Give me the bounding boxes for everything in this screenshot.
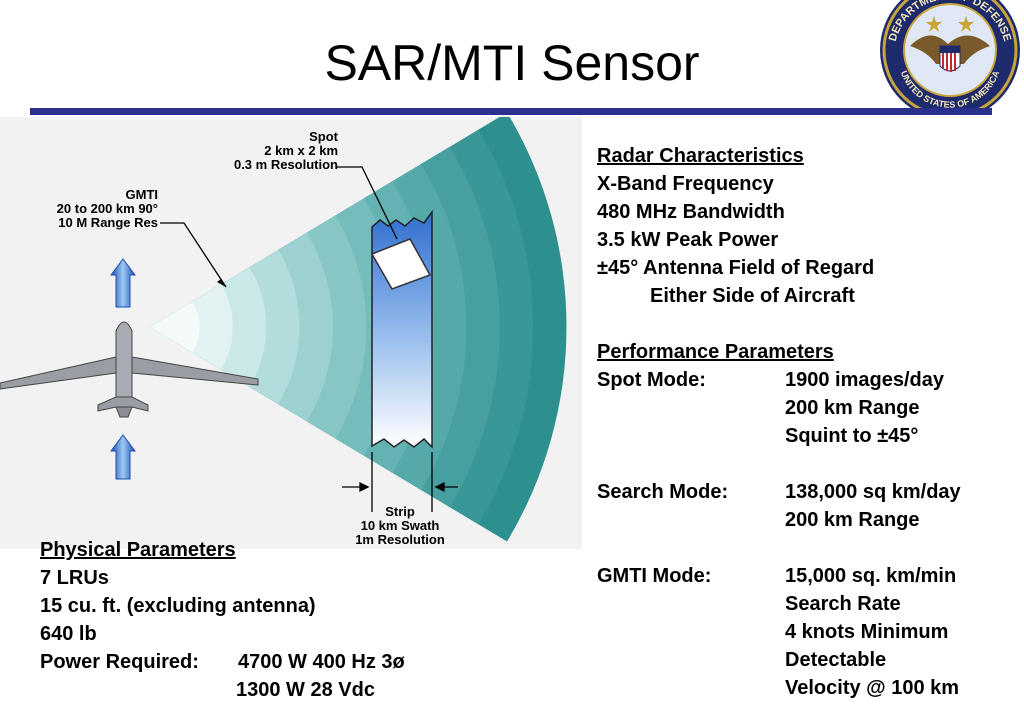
title-divider <box>30 108 992 115</box>
radar-item: ±45° Antenna Field of Regard <box>597 257 875 279</box>
spot-area <box>370 238 432 290</box>
strip-label: Strip 10 km Swath 1m Resolution <box>355 504 445 547</box>
radar-item: X-Band Frequency <box>597 173 774 195</box>
power-required-value: 1300 W 28 Vdc <box>236 679 375 701</box>
gmti-mode-value: Search Rate <box>785 593 901 615</box>
spot-mode-label: Spot Mode: <box>597 369 706 391</box>
radar-item: Either Side of Aircraft <box>650 285 855 307</box>
performance-heading: Performance Parameters <box>597 341 834 363</box>
strip-width-marker <box>342 452 458 512</box>
physical-item: 7 LRUs <box>40 567 109 589</box>
search-mode-label: Search Mode: <box>597 481 729 503</box>
power-required-value: 4700 W 400 Hz 3ø <box>238 651 405 673</box>
spot-label: Spot 2 km x 2 km 0.3 m Resolution <box>233 129 338 172</box>
seal-icon: DEPARTMENT OF DEFENSE UNITED STATES OF A… <box>880 0 1020 112</box>
gmti-mode-label: GMTI Mode: <box>597 565 712 587</box>
spot-mode-value: 200 km Range <box>785 397 920 419</box>
aircraft-icon <box>0 321 259 418</box>
radar-heading: Radar Characteristics <box>597 145 804 167</box>
physical-item: 640 lb <box>40 623 97 645</box>
search-mode-value: 200 km Range <box>785 509 920 531</box>
heading-arrow-icon <box>110 434 136 480</box>
spot-mode-value: 1900 images/day <box>785 369 944 391</box>
power-required-label: Power Required: <box>40 651 199 673</box>
gmti-leader <box>160 222 227 288</box>
gmti-label: GMTI 20 to 200 km 90° 10 M Range Res <box>56 187 158 230</box>
search-mode-value: 138,000 sq km/day <box>785 481 961 503</box>
gmti-mode-value: 4 knots Minimum <box>785 621 949 643</box>
dod-seal: DEPARTMENT OF DEFENSE UNITED STATES OF A… <box>876 0 1024 112</box>
gmti-mode-value: 15,000 sq. km/min <box>785 565 957 587</box>
radar-item: 3.5 kW Peak Power <box>597 229 779 251</box>
heading-arrow-icon <box>110 258 136 308</box>
gmti-mode-value: Detectable <box>785 649 887 671</box>
physical-item: 15 cu. ft. (excluding antenna) <box>40 595 316 617</box>
gmti-mode-value: Velocity @ 100 km <box>785 677 960 699</box>
slide-title: SAR/MTI Sensor <box>324 35 700 91</box>
radar-item: 480 MHz Bandwidth <box>597 201 785 223</box>
radar-coverage-diagram: GMTI 20 to 200 km 90° 10 M Range Res Spo… <box>0 112 582 549</box>
spot-leader <box>337 166 398 240</box>
spot-mode-value: Squint to ±45° <box>785 425 919 447</box>
physical-heading: Physical Parameters <box>40 539 236 561</box>
